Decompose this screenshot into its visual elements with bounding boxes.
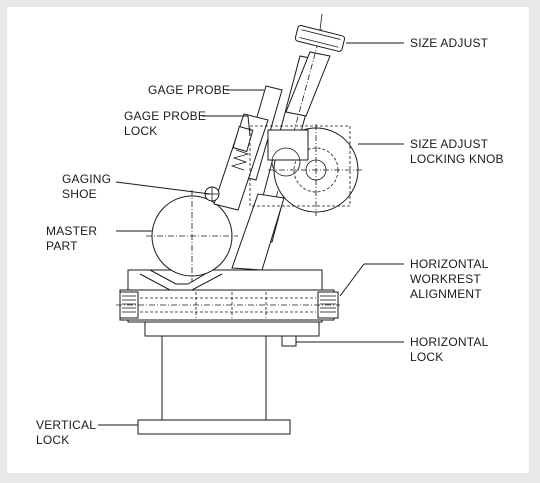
label-gage-probe-lock-line1: GAGE PROBE — [124, 109, 206, 123]
leader-lines — [98, 42, 404, 426]
label-size-adjust-locking-knob-line2: LOCKING KNOB — [410, 152, 504, 166]
arm-lower-body — [231, 193, 285, 271]
workrest-bar — [116, 269, 340, 323]
horizontal-lock-knob — [281, 335, 297, 347]
inclined-arm — [204, 13, 362, 271]
label-horizontal-lock-line1: HORIZONTAL — [410, 335, 489, 349]
label-size-adjust-locking-knob-line1: SIZE ADJUST — [410, 137, 489, 151]
label-horizontal-lock-line2: LOCK — [410, 350, 443, 364]
master-part — [146, 190, 238, 282]
label-master-part-line2: PART — [46, 239, 78, 253]
base-foot-plate — [137, 419, 291, 435]
label-horizontal-workrest-alignment-line2: WORKREST — [410, 272, 481, 286]
column-collar — [144, 321, 320, 337]
size-adjust-knob — [294, 25, 346, 52]
label-vertical-lock-line2: LOCK — [36, 433, 69, 447]
label-size-adjust: SIZE ADJUST — [410, 36, 489, 50]
v-block — [139, 273, 223, 291]
label-master-part-line1: MASTER — [46, 224, 97, 238]
label-gaging-shoe-line2: SHOE — [62, 187, 97, 201]
label-gage-probe-lock-line2: LOCK — [124, 124, 157, 138]
base-assembly — [137, 321, 320, 435]
label-vertical-lock-line1: VERTICAL — [36, 418, 96, 432]
arm-upper — [285, 51, 331, 117]
label-gage-probe: GAGE PROBE — [148, 83, 230, 97]
locking-knob-hub — [267, 129, 309, 161]
label-horizontal-workrest-alignment-line3: ALIGNMENT — [410, 287, 482, 301]
label-horizontal-workrest-alignment-line1: HORIZONTAL — [410, 257, 489, 271]
vertical-column — [161, 333, 267, 421]
callout-labels: SIZE ADJUST GAGE PROBE GAGE PROBE LOCK S… — [36, 36, 504, 447]
label-gaging-shoe-line1: GAGING — [62, 172, 111, 186]
